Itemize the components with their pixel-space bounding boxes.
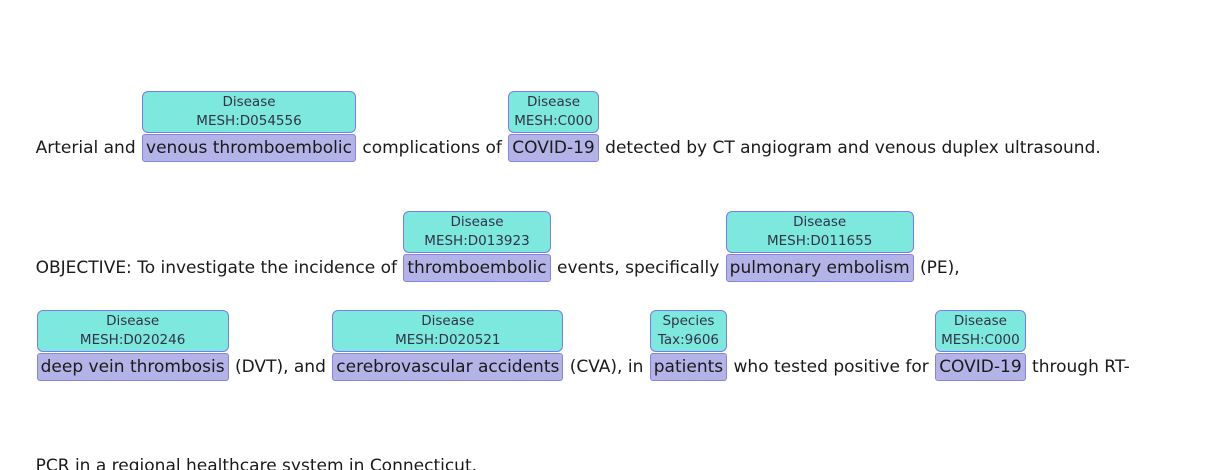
- text-segment: (CVA), in: [564, 357, 649, 377]
- entity-text: pulmonary embolism: [729, 258, 910, 278]
- entity-text: COVID-19: [512, 138, 595, 158]
- entity-text: deep vein thrombosis: [40, 357, 225, 377]
- entity-type: Species: [662, 313, 715, 329]
- text-segment: events, specifically: [551, 258, 725, 278]
- entity-id: MESH:D020521: [395, 332, 501, 348]
- entity-type: Disease: [793, 214, 847, 230]
- entity-type: Disease: [106, 313, 160, 329]
- text-segment: PCR in a regional healthcare system in C…: [35, 456, 478, 470]
- entity-text: thromboembolic: [407, 258, 547, 278]
- text-segment: through RT-: [1026, 357, 1130, 377]
- text-segment: complications of: [356, 138, 508, 158]
- entity-text: cerebrovascular accidents: [336, 357, 560, 377]
- entity-id: MESH:C000: [941, 332, 1020, 348]
- text-line: PCR in a regional healthcare system in C…: [14, 430, 1221, 470]
- entity-type: Disease: [421, 313, 475, 329]
- text-segment: (PE),: [914, 258, 960, 278]
- text-segment: (DVT), and: [229, 357, 332, 377]
- text-line: OBJECTIVE: To investigate the incidence …: [14, 211, 1221, 306]
- entity-id: MESH:D020246: [79, 332, 186, 348]
- text-segment: who tested positive for: [728, 357, 935, 377]
- entity-type: Disease: [222, 94, 276, 110]
- text-segment: detected by CT angiogram and venous dupl…: [599, 138, 1101, 158]
- entity-id: MESH:D011655: [766, 233, 873, 249]
- entity-text: patients: [653, 357, 724, 377]
- entity-text: COVID-19: [939, 357, 1022, 377]
- entity-id: MESH:D013923: [424, 233, 530, 249]
- entity-id: MESH:D054556: [196, 113, 302, 129]
- text-segment: Arterial and: [35, 138, 142, 158]
- text-segment: OBJECTIVE: To investigate the incidence …: [35, 258, 403, 278]
- entity-id: MESH:C000: [514, 113, 593, 129]
- entity-type: Disease: [450, 214, 504, 230]
- entity-type: Disease: [526, 94, 581, 110]
- entity-text: venous thromboembolic: [146, 138, 352, 158]
- entity-type: Disease: [953, 313, 1007, 329]
- entity-id: Tax:9606: [657, 332, 720, 348]
